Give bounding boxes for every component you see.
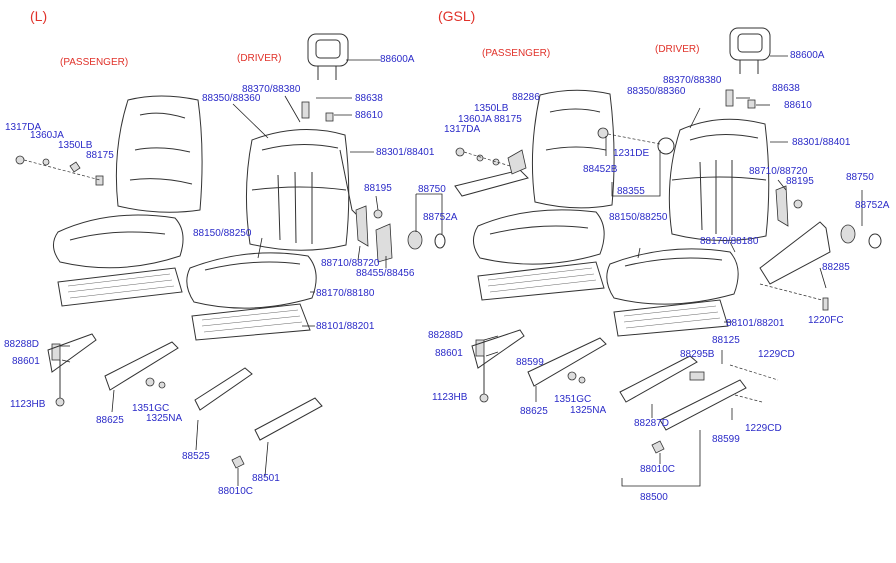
part-label[interactable]: 88599 xyxy=(516,357,544,368)
part-label[interactable]: 1123HB xyxy=(10,399,46,410)
part-label[interactable]: 1360JA xyxy=(458,114,492,125)
part-label[interactable]: 88750 xyxy=(418,184,446,195)
right-driver-spring-frame xyxy=(613,299,729,337)
part-label[interactable]: 88601 xyxy=(12,356,40,367)
part-label[interactable]: 88638 xyxy=(355,93,383,104)
part-label[interactable]: 88625 xyxy=(520,406,548,417)
part-label[interactable]: 1231DE xyxy=(613,148,650,159)
part-label[interactable]: 88285 xyxy=(822,262,850,273)
right-passenger-side-bracket xyxy=(454,149,529,197)
right-section-title: (GSL) xyxy=(438,8,476,24)
part-label[interactable]: 88600A xyxy=(380,54,415,65)
part-label[interactable]: 1317DA xyxy=(5,122,42,133)
part-label[interactable]: 88175 xyxy=(86,150,114,161)
part-label[interactable]: 88625 xyxy=(96,415,124,426)
part-label[interactable]: 88710/88720 xyxy=(749,166,808,177)
part-label[interactable]: 1229CD xyxy=(758,349,795,360)
part-label[interactable]: 88101/88201 xyxy=(316,321,375,332)
part-label[interactable]: 88752A xyxy=(423,212,458,223)
part-label[interactable]: 88710/88720 xyxy=(321,258,380,269)
left-passenger-heading: (PASSENGER) xyxy=(60,57,129,68)
right-driver-headrest xyxy=(729,27,771,74)
part-label[interactable]: 88370/88380 xyxy=(242,84,301,95)
part-label[interactable]: 88350/88360 xyxy=(627,86,686,97)
part-label[interactable]: 88355 xyxy=(617,186,645,197)
part-label[interactable]: 88638 xyxy=(772,83,800,94)
part-label[interactable]: 1325NA xyxy=(570,405,607,416)
left-section-title: (L) xyxy=(30,8,48,24)
part-label[interactable]: 88455/88456 xyxy=(356,268,415,279)
part-label[interactable]: 1325NA xyxy=(146,413,183,424)
part-label[interactable]: 88610 xyxy=(355,110,383,121)
part-label[interactable]: 88301/88401 xyxy=(376,147,435,158)
left-hardware xyxy=(15,101,446,469)
part-label[interactable]: 88601 xyxy=(435,348,463,359)
right-driver-seat-back xyxy=(668,118,770,241)
part-label[interactable]: 88525 xyxy=(182,451,210,462)
left-leader-lines xyxy=(60,59,443,486)
part-label[interactable]: 88600A xyxy=(790,50,825,61)
part-label[interactable]: 88295B xyxy=(680,349,715,360)
left-driver-heading: (DRIVER) xyxy=(237,53,282,64)
part-label[interactable]: 88500 xyxy=(640,492,668,503)
right-leader-lines xyxy=(483,55,863,487)
part-label[interactable]: 88452B xyxy=(583,164,618,175)
part-label[interactable]: 88370/88380 xyxy=(663,75,722,86)
part-label[interactable]: 88170/88180 xyxy=(700,236,759,247)
left-driver-spring-frame xyxy=(191,303,311,341)
part-label[interactable]: 88288D xyxy=(428,330,464,341)
right-passenger-seat-cushion xyxy=(473,209,605,265)
right-driver-heading: (DRIVER) xyxy=(655,44,700,55)
part-label[interactable]: 88288D xyxy=(4,339,40,350)
right-passenger-spring-frame xyxy=(477,261,605,301)
part-label[interactable]: 88301/88401 xyxy=(792,137,851,148)
left-passenger-spring-frame xyxy=(57,267,183,307)
part-label[interactable]: 1229CD xyxy=(745,423,782,434)
left-driver-seat-back xyxy=(245,129,350,251)
left-driver-seat-cushion xyxy=(186,252,317,309)
part-label[interactable]: 88125 xyxy=(712,335,740,346)
part-label[interactable]: 1220FC xyxy=(808,315,844,326)
part-label[interactable]: 88350/88360 xyxy=(202,93,261,104)
part-label[interactable]: 1350LB xyxy=(474,103,509,114)
part-label[interactable]: 88175 xyxy=(494,114,522,125)
part-label[interactable]: 88750 xyxy=(846,172,874,183)
part-label[interactable]: 88170/88180 xyxy=(316,288,375,299)
part-label[interactable]: 88195 xyxy=(786,176,814,187)
left-driver-headrest xyxy=(307,33,349,80)
part-label[interactable]: 88599 xyxy=(712,434,740,445)
part-label[interactable]: 1360JA xyxy=(30,130,64,141)
part-label[interactable]: 1351GC xyxy=(132,403,170,414)
right-driver-seat-cushion xyxy=(606,248,739,305)
part-label[interactable]: 88501 xyxy=(252,473,280,484)
left-passenger-seat-cushion xyxy=(53,214,184,269)
part-label[interactable]: 88287D xyxy=(634,418,670,429)
left-passenger-seat-back xyxy=(115,95,203,213)
part-label[interactable]: 88010C xyxy=(640,464,676,475)
part-label[interactable]: 88101/88201 xyxy=(726,318,785,329)
part-label[interactable]: 88195 xyxy=(364,183,392,194)
part-label[interactable]: 88610 xyxy=(784,100,812,111)
right-passenger-seat-back xyxy=(531,89,615,209)
part-label[interactable]: 1350LB xyxy=(58,140,93,151)
part-label[interactable]: 1317DA xyxy=(444,124,481,135)
part-label[interactable]: 88286 xyxy=(512,92,540,103)
part-label[interactable]: 88010C xyxy=(218,486,254,497)
right-passenger-heading: (PASSENGER) xyxy=(482,48,551,59)
part-label[interactable]: 88752A xyxy=(855,200,890,211)
part-label[interactable]: 1123HB xyxy=(432,392,468,403)
right-hardware xyxy=(455,89,882,454)
part-label[interactable]: 88150/88250 xyxy=(609,212,668,223)
part-label[interactable]: 1351GC xyxy=(554,394,592,405)
part-label[interactable]: 88150/88250 xyxy=(193,228,252,239)
